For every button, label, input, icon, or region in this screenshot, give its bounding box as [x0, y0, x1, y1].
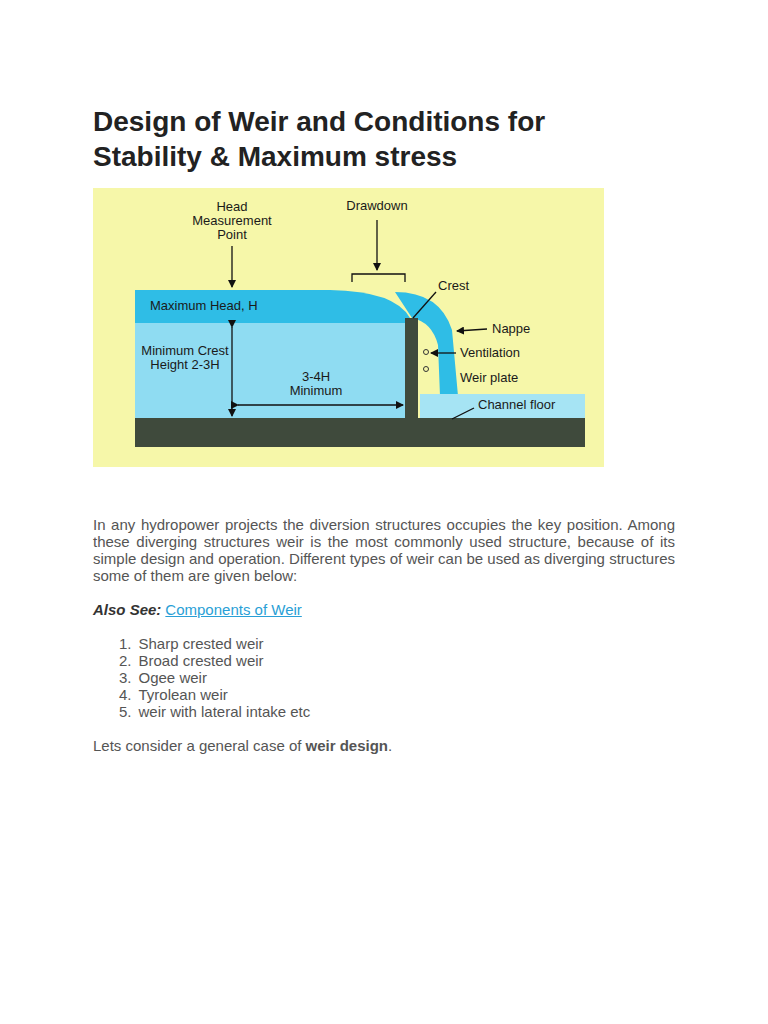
text-line: 2. Broad crested weir: [119, 652, 264, 669]
text-line: 1. Sharp crested weir: [119, 635, 264, 652]
leader-line: [413, 292, 436, 318]
leader-line: [452, 408, 474, 419]
diagram-label: Maximum Head, H: [150, 299, 258, 313]
drawdown-bracket: [352, 274, 405, 282]
weir-plate: [405, 318, 418, 419]
list-item: Tyrolean weir: [139, 686, 228, 703]
dimension-arrow: [238, 404, 403, 405]
list-number: 1.: [119, 635, 132, 652]
page-title: Design of Weir and Conditions for Stabil…: [93, 104, 653, 174]
leader-arrow: [431, 352, 456, 353]
also-see: Also See:: [93, 601, 161, 618]
list-item: weir with lateral intake etc: [139, 703, 311, 720]
text-line: Also See:Components of Weir: [93, 601, 302, 618]
dimension-arrow: [231, 327, 232, 416]
vent-hole: [424, 367, 429, 372]
diagram-label: Ventilation: [460, 346, 520, 360]
body-text: Lets consider a general case of: [93, 737, 301, 754]
text-line: 5. weir with lateral intake etc: [119, 703, 310, 720]
channel-floor: [135, 418, 585, 447]
pool-water: [135, 322, 407, 419]
list-item: Broad crested weir: [139, 652, 264, 669]
list-number: 5.: [119, 703, 132, 720]
text-line: 3. Ogee weir: [119, 669, 207, 686]
body-paragraph: In any hydropower projects the diversion…: [93, 516, 675, 584]
diagram-label: Drawdown: [342, 199, 412, 213]
leader-arrow: [231, 246, 232, 287]
list-number: 3.: [119, 669, 132, 686]
diagram-label: Channel floor: [478, 398, 555, 412]
list-item: Ogee weir: [139, 669, 207, 686]
tail-water: [420, 394, 585, 419]
head-water: [135, 290, 410, 323]
leader-arrow: [376, 220, 377, 270]
nappe: [395, 292, 458, 396]
body-text: .: [388, 737, 392, 754]
dimension-label: Minimum Crest Height 2-3H: [141, 344, 229, 372]
diagram-label: Crest: [438, 279, 469, 293]
list-item: Sharp crested weir: [139, 635, 264, 652]
image-ground: [93, 188, 604, 467]
list-number: 2.: [119, 652, 132, 669]
bold-term: weir design: [305, 737, 388, 754]
diagram-label: Nappe: [492, 322, 530, 336]
diagram-label: Weir plate: [460, 371, 518, 385]
dimension-label: 3-4H Minimum: [283, 370, 349, 398]
link: Components of Weir: [165, 601, 301, 618]
text-line: 4. Tyrolean weir: [119, 686, 228, 703]
text-line: Lets consider a general case ofweir desi…: [93, 737, 392, 754]
list-number: 4.: [119, 686, 132, 703]
diagram-label: Head Measurement Point: [187, 200, 277, 242]
vent-hole: [424, 350, 429, 355]
leader-arrow: [457, 329, 487, 331]
